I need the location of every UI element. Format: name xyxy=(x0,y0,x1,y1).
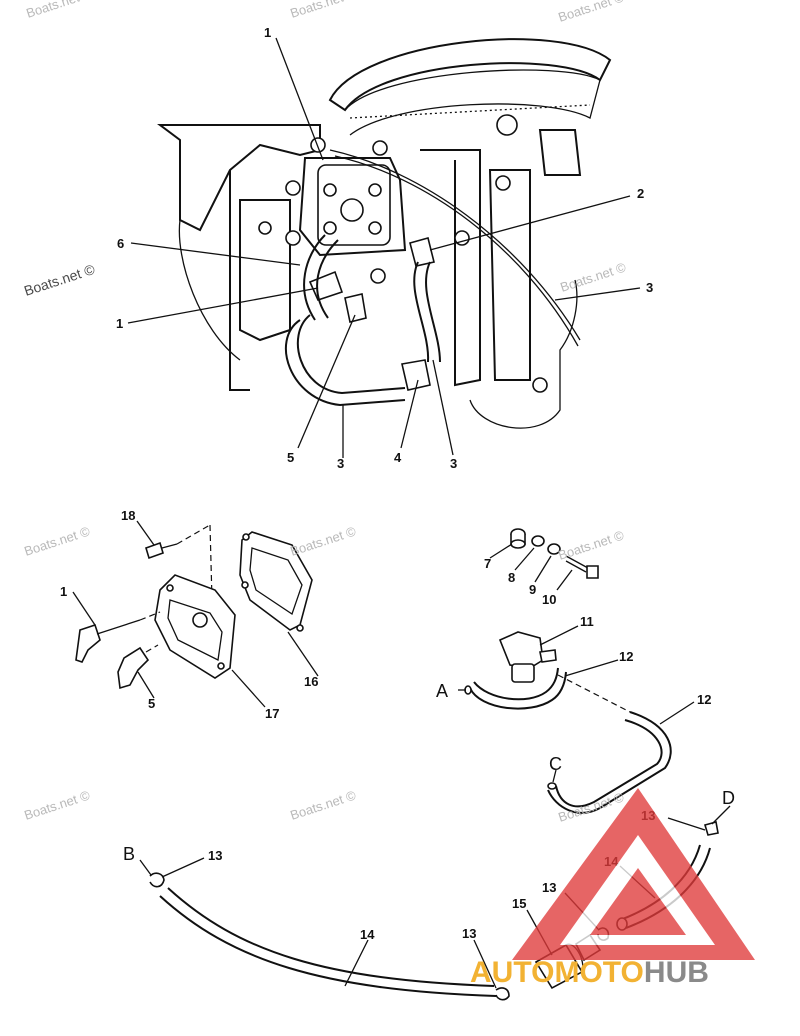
callout-1-top: 1 xyxy=(264,25,271,40)
callout-13-b: 13 xyxy=(208,848,222,863)
watermark: Boats.net © xyxy=(22,261,97,299)
connection-a: A xyxy=(436,681,448,701)
callout-5-lower: 5 xyxy=(148,696,155,711)
callout-7: 7 xyxy=(484,556,491,571)
pump-callouts: 18 1 5 17 16 xyxy=(60,508,318,721)
brand-auto: AUTOMOTOHUB xyxy=(470,956,709,989)
watermark: Boats.net © xyxy=(288,0,358,21)
callout-10: 10 xyxy=(542,592,556,607)
connection-letters: A B C D xyxy=(123,681,735,864)
callout-16: 16 xyxy=(304,674,318,689)
automotohub-logo xyxy=(512,788,755,960)
callout-3-right: 3 xyxy=(646,280,653,295)
watermark: Boats.net © xyxy=(288,787,358,822)
pump-exploded-view xyxy=(75,524,313,690)
callout-4: 4 xyxy=(394,450,402,465)
watermark: Boats.net © xyxy=(556,527,626,562)
connection-d: D xyxy=(722,788,735,808)
callout-18: 18 xyxy=(121,508,135,523)
callout-5: 5 xyxy=(287,450,294,465)
callout-6: 6 xyxy=(117,236,124,251)
watermark: Boats.net © xyxy=(556,0,626,25)
upper-callouts: 1 2 3 6 1 5 3 4 3 xyxy=(116,25,653,471)
callout-1-lower: 1 xyxy=(60,584,67,599)
callout-9: 9 xyxy=(529,582,536,597)
watermarks: Boats.net Boats.net © Boats.net © Boats.… xyxy=(22,0,628,825)
callout-17: 17 xyxy=(265,706,279,721)
callout-13-mid: 13 xyxy=(542,880,556,895)
callout-13-bottom: 13 xyxy=(462,926,476,941)
callout-3-bottom-left: 3 xyxy=(337,456,344,471)
engine-illustration xyxy=(157,38,612,429)
connection-b: B xyxy=(123,844,135,864)
pump-leaders xyxy=(72,520,319,708)
callout-2: 2 xyxy=(637,186,644,201)
callout-12-right: 12 xyxy=(697,692,711,707)
watermark: Boats.net xyxy=(24,0,81,21)
callout-11: 11 xyxy=(580,614,594,629)
valve-leaders xyxy=(139,543,731,989)
callout-14-bottom: 14 xyxy=(360,927,375,942)
watermark: Boats.net © xyxy=(22,523,92,558)
callout-3-bottom-right: 3 xyxy=(450,456,457,471)
watermark: Boats.net © xyxy=(288,523,358,558)
callout-12-top: 12 xyxy=(619,649,633,664)
callout-8: 8 xyxy=(508,570,515,585)
watermark: Boats.net © xyxy=(558,259,628,294)
upper-leaders xyxy=(127,37,641,458)
callout-1-left: 1 xyxy=(116,316,123,331)
callout-15: 15 xyxy=(512,896,526,911)
watermark: Boats.net © xyxy=(22,787,92,822)
logo-triangle-core xyxy=(590,868,686,935)
connection-c: C xyxy=(549,754,562,774)
automotohub-wordmark: AUTOMOTOHUB xyxy=(470,956,709,989)
